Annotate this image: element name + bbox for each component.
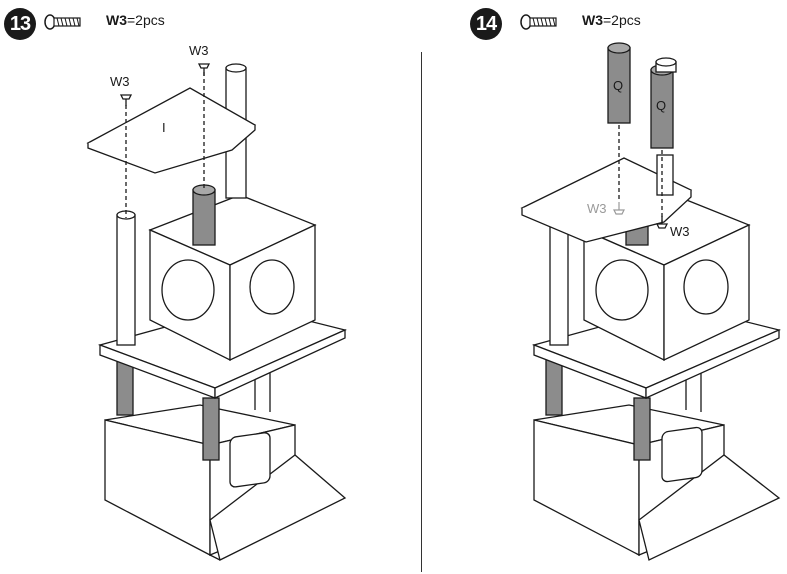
screw-callout-hidden: W3 <box>587 201 607 216</box>
screw-callout-right: W3 <box>189 43 209 58</box>
part-code: W3 <box>106 12 127 28</box>
post-label-left: Q <box>613 78 623 93</box>
hardware-quantity: W3=2pcs <box>106 12 165 28</box>
screw-callout-visible: W3 <box>670 224 690 239</box>
assembly-illustration-13: W3 W3 I <box>86 43 347 561</box>
step-number-badge: 14 <box>470 8 502 40</box>
step-14-panel: 14 W3=2pcs <box>394 0 787 574</box>
hardware-quantity: W3=2pcs <box>582 12 641 28</box>
assembly-illustration-14: W3 W3 Q Q <box>520 42 782 561</box>
screw-callout-left: W3 <box>110 74 130 89</box>
step-divider <box>421 52 422 572</box>
part-quantity: =2pcs <box>127 12 165 28</box>
part-code: W3 <box>582 12 603 28</box>
step-13-panel: 13 W3=2pcs <box>0 0 393 574</box>
post-label-right: Q <box>656 98 666 113</box>
panel-part-label: I <box>162 120 166 135</box>
screw-icon <box>520 14 557 30</box>
step-number-badge: 13 <box>4 8 36 40</box>
part-quantity: =2pcs <box>603 12 641 28</box>
screw-icon <box>44 14 81 30</box>
